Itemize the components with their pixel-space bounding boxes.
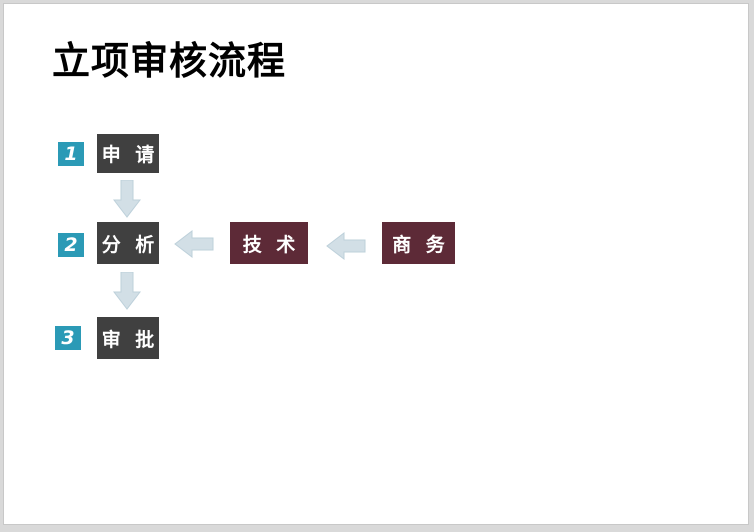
step-number-2: 2 (58, 233, 84, 257)
input-box-business: 商 务 (382, 222, 455, 264)
input-label-technology: 技 术 (242, 233, 300, 256)
arrow-down-icon (113, 272, 141, 310)
input-box-technology: 技 术 (230, 222, 308, 264)
arrow-left-icon (174, 230, 214, 258)
step-number-1: 1 (58, 142, 84, 166)
step-box-analyze: 分 析 (97, 222, 159, 264)
step-label-analyze: 分 析 (101, 233, 159, 256)
step-number-3: 3 (55, 326, 81, 350)
step-label-apply: 申 请 (101, 144, 159, 166)
input-label-business: 商 务 (392, 233, 449, 256)
arrow-down-icon (113, 180, 141, 218)
page-title: 立项审核流程 (52, 39, 287, 83)
step-box-apply: 申 请 (97, 134, 159, 173)
arrow-left-icon (326, 232, 366, 260)
step-box-approve: 审 批 (97, 317, 159, 359)
step-label-approve: 审 批 (101, 328, 159, 351)
slide: 立项审核流程 1 申 请 2 分 析 技 术 商 务 3 审 批 (4, 4, 748, 524)
